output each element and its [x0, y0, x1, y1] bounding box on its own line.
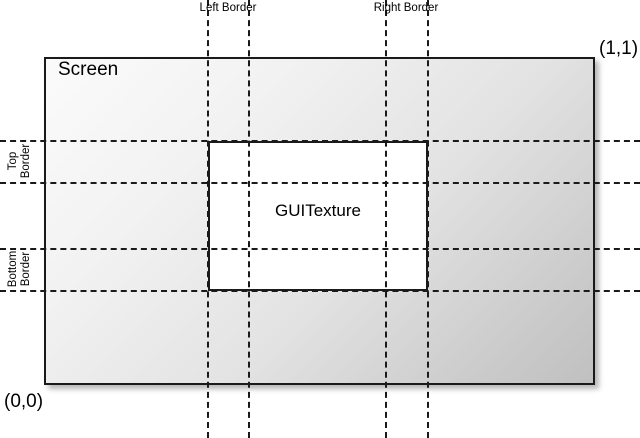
guitexture-label: GUITexture	[275, 201, 361, 220]
corner-label-bottom-left: (0,0)	[4, 391, 44, 412]
corner-label-top-right: (1,1)	[599, 38, 639, 59]
label-left-border: Left Border	[199, 2, 257, 14]
label-top-border: Top Border	[7, 143, 32, 179]
guide-line-right-border-inner	[385, 0, 387, 438]
guide-line-top-border-inner	[0, 182, 640, 184]
guitexture-rectangle	[208, 141, 428, 291]
guide-line-left-border-inner	[248, 0, 250, 438]
label-bottom-border: Bottom Border	[7, 250, 32, 288]
guide-line-top-border-outer	[0, 140, 640, 142]
label-right-border: Right Border	[373, 2, 439, 14]
guide-line-right-border-outer	[427, 0, 429, 438]
guide-line-bottom-border-inner	[0, 248, 640, 250]
guide-line-left-border-outer	[207, 0, 209, 438]
guide-line-bottom-border-outer	[0, 290, 640, 292]
screen-label: Screen	[58, 59, 119, 80]
